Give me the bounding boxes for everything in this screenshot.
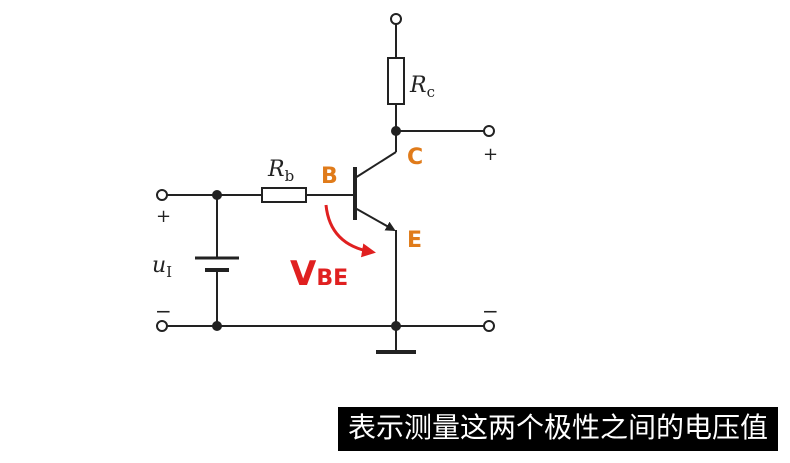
node-bottom-emitter (391, 321, 401, 331)
resistor-rb (261, 187, 307, 203)
input-minus-sign: − (155, 299, 172, 323)
subtitle-caption: 表示测量这两个极性之间的电压值 (337, 407, 778, 451)
terminal-input-top (156, 189, 168, 201)
output-minus-sign: − (482, 299, 499, 323)
rc-label: Rc (409, 73, 435, 101)
collector-leg (354, 151, 397, 179)
pin-base-label: B (321, 164, 338, 189)
ui-label: uI (152, 253, 172, 281)
node-bottom-left (212, 321, 222, 331)
emitter-leg (354, 207, 396, 231)
resistor-rc (387, 57, 405, 105)
terminal-input-bottom (156, 320, 168, 332)
output-plus-sign: + (483, 144, 498, 165)
pin-emitter-label: E (407, 228, 422, 253)
rb-label: Rb (267, 157, 294, 185)
terminal-top (390, 13, 402, 25)
vbe-label: VBE (290, 254, 348, 294)
subtitle-text: 表示测量这两个极性之间的电压值 (347, 411, 768, 444)
vbe-arrow (324, 204, 376, 258)
node-input (212, 190, 222, 200)
pin-collector-label: C (407, 145, 423, 170)
terminal-output-top (483, 125, 495, 137)
terminal-output-bottom (483, 320, 495, 332)
node-collector (391, 126, 401, 136)
input-plus-sign: + (156, 206, 171, 227)
